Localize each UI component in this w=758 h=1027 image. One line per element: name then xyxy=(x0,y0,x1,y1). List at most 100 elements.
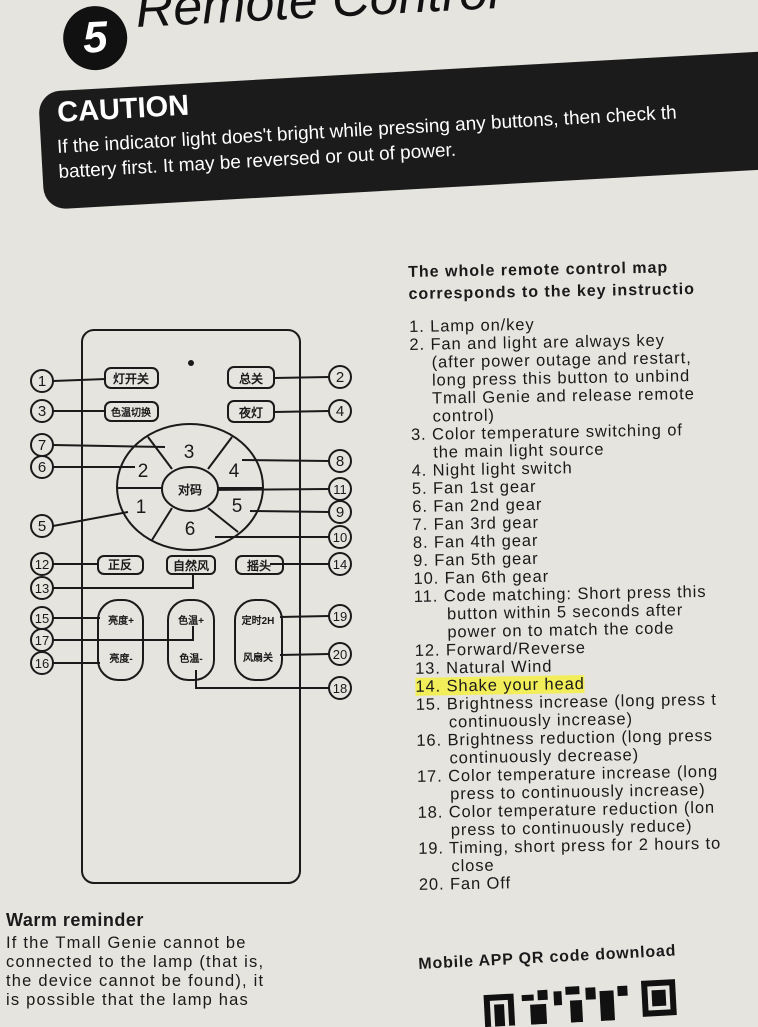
instruction-item: 19. Timing, short press for 2 hours to c… xyxy=(418,833,758,876)
natural-wind-label: 自然风 xyxy=(173,558,209,573)
color-temp-switch-label: 色温切换 xyxy=(111,406,152,419)
warm-reminder-text: If the Tmall Genie cannot be connected t… xyxy=(6,934,265,1009)
brightness-up-label: 亮度+ xyxy=(108,614,134,627)
caution-banner: CAUTION If the indicator light does't br… xyxy=(38,49,758,210)
callout-number: 19 xyxy=(333,609,347,624)
callout-number: 3 xyxy=(38,403,46,420)
callout-number: 15 xyxy=(35,611,49,626)
qr-label: Mobile APP QR code download xyxy=(418,942,677,973)
callout-number: 1 xyxy=(38,373,46,390)
instruction-text: 1. Lamp on/key xyxy=(408,315,535,336)
callout-circle xyxy=(30,514,54,538)
night-light-button xyxy=(227,400,275,423)
instruction-text: 8. Fan 4th gear xyxy=(412,531,539,552)
section-title: Remote Control xyxy=(134,0,501,39)
callout-number: 20 xyxy=(333,647,347,662)
callout-number: 10 xyxy=(333,530,347,545)
pair-button xyxy=(161,466,219,512)
warm-reminder-title: Warm reminder xyxy=(6,910,144,930)
instruction-text: 10. Fan 6th gear xyxy=(413,567,550,588)
callout-circle xyxy=(328,477,352,501)
instruction-item: 2. Fan and light are always key (after p… xyxy=(409,329,758,426)
warm-reminder: Warm reminder If the Tmall Genie cannot … xyxy=(6,910,346,1010)
lamp-switch-label: 灯开关 xyxy=(113,371,149,386)
instruction-item: 18. Color temperature reduction (lon pre… xyxy=(417,797,758,840)
master-off-button xyxy=(227,366,275,389)
pair-label: 对码 xyxy=(178,482,202,497)
instruction-text: 3. Color temperature switching of the ma… xyxy=(410,421,683,462)
remote-diagram: 灯开关 总关 色温切换 夜灯 对码 正反 自然风 摇头 亮度+ 亮度- 色温+ … xyxy=(30,329,352,884)
instruction-text: 15. Brightness increase (long press t co… xyxy=(415,690,717,732)
master-off-label: 总关 xyxy=(239,371,263,386)
callout-circle xyxy=(30,433,54,457)
forward-reverse-button xyxy=(97,555,144,575)
callout-circle xyxy=(30,628,54,652)
instruction-text: 19. Timing, short press for 2 hours to c… xyxy=(418,834,722,876)
instruction-text: 5. Fan 1st gear xyxy=(411,477,537,498)
instruction-text: 18. Color temperature reduction (lon pre… xyxy=(417,798,716,840)
gear-6-label: 6 xyxy=(185,519,196,540)
callout-number: 2 xyxy=(336,369,344,386)
instruction-item: 11. Code matching: Short press this butt… xyxy=(414,581,758,642)
callout-number: 4 xyxy=(336,403,344,420)
callout-number: 18 xyxy=(333,681,347,696)
callout-circle xyxy=(328,642,352,666)
instruction-item: 15. Brightness increase (long press t co… xyxy=(416,689,758,732)
callout-circle xyxy=(30,576,54,600)
night-light-label: 夜灯 xyxy=(238,405,263,420)
timer-2h-label: 定时2H xyxy=(242,614,275,627)
color-temp-switch-button xyxy=(104,401,159,422)
instructions-heading: The whole remote control map corresponds… xyxy=(408,259,696,303)
caution-heading: CAUTION xyxy=(56,89,190,129)
indicator-light xyxy=(188,360,194,366)
instruction-item: 16. Brightness reduction (long press con… xyxy=(416,725,758,768)
instruction-text: 13. Natural Wind xyxy=(414,657,553,678)
gear-2-label: 2 xyxy=(138,461,149,482)
instruction-text: 11. Code matching: Short press this butt… xyxy=(413,582,707,642)
section-number-badge: 5 xyxy=(61,4,129,72)
remote-body xyxy=(81,329,301,884)
callout-number: 11 xyxy=(333,482,347,497)
callout-circle xyxy=(328,365,352,389)
instruction-item: 17. Color temperature increase (long pre… xyxy=(417,761,758,804)
gear-5-label: 5 xyxy=(232,496,243,517)
instruction-text: 6. Fan 2nd gear xyxy=(412,495,543,516)
gear-4-label: 4 xyxy=(229,461,240,482)
instruction-text: 9. Fan 5th gear xyxy=(413,549,539,570)
callout-number: 14 xyxy=(333,557,347,572)
qr-code[interactable] xyxy=(481,977,683,1027)
callout-number: 17 xyxy=(35,633,49,648)
callout-number: 13 xyxy=(35,581,49,596)
callout-circle xyxy=(328,525,352,549)
callout-number: 8 xyxy=(336,453,344,470)
instruction-text: 2. Fan and light are always key (after p… xyxy=(409,331,695,426)
lamp-switch-button xyxy=(104,367,159,389)
gear-wheel xyxy=(116,423,264,551)
natural-wind-button xyxy=(166,555,216,575)
instruction-text: 12. Forward/Reverse xyxy=(414,638,587,660)
instruction-text: 7. Fan 3rd gear xyxy=(412,513,540,534)
fan-off-label: 风扇关 xyxy=(243,651,273,664)
callout-number: 12 xyxy=(35,557,49,572)
callout-circle xyxy=(328,449,352,473)
callout-circle xyxy=(328,676,352,700)
timer-fan-rocker xyxy=(234,599,283,681)
callout-circle xyxy=(30,399,54,423)
instruction-text: 4. Night light switch xyxy=(411,459,573,480)
shake-head-button xyxy=(235,555,284,575)
forward-reverse-label: 正反 xyxy=(108,557,132,572)
brightness-rocker xyxy=(97,599,144,681)
gear-3-label: 3 xyxy=(184,442,195,463)
callout-circle xyxy=(328,399,352,423)
gear-1-label: 1 xyxy=(136,497,147,518)
instruction-text: 20. Fan Off xyxy=(418,874,512,894)
brightness-down-label: 亮度- xyxy=(109,652,132,665)
callout-circle xyxy=(30,369,54,393)
shake-head-label: 摇头 xyxy=(247,558,271,573)
instruction-text: 17. Color temperature increase (long pre… xyxy=(416,762,719,804)
callout-number: 6 xyxy=(38,459,46,476)
callout-circle xyxy=(30,552,54,576)
color-temp-up-label: 色温+ xyxy=(178,614,204,627)
callout-number: 5 xyxy=(38,518,46,535)
